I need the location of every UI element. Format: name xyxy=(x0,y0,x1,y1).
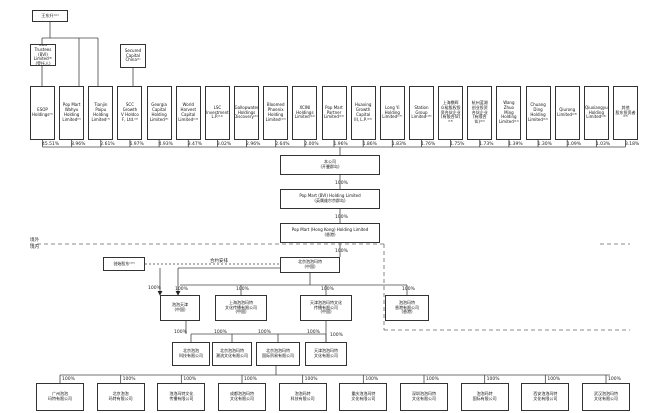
bottom-row-box-8: 西安泡泡玛特 文化有限公司 xyxy=(521,383,570,411)
shareholder-pct-5: 3.47% xyxy=(187,142,203,147)
shareholder-box-9: XCINI Holdings Limited⁽¹⁴⁾ xyxy=(292,86,318,140)
mid-level-box-2: 天津泡泡玛特文化 传播有限公司 (中国) xyxy=(300,295,352,321)
shareholder-box-4: Georgia Capital Holding Limited⁽⁹⁾ xyxy=(146,86,172,140)
bottom-row-pct-8: 100% xyxy=(547,377,561,382)
mid-level-box-3: 泡泡玛特 香港有限公司 (香港) xyxy=(385,295,429,321)
chain-pct-0: 100% xyxy=(335,181,348,186)
shareholder-pct-13: 1.76% xyxy=(420,142,436,147)
bottom-row-pct-3: 100% xyxy=(244,377,257,382)
shareholder-pct-18: 1.09% xyxy=(566,142,581,147)
shareholder-box-16: Wang Zhuo Ming Holding Limited⁽²¹⁾ xyxy=(496,86,522,140)
mid-level-pct-1: 100% xyxy=(236,287,249,292)
mid-level-pct-2: 100% xyxy=(321,287,334,292)
bottom-row-box-3: 成都泡泡玛特 文化有限公司 xyxy=(218,383,266,411)
shareholder-pct-2: 2.61% xyxy=(100,142,115,147)
fourth-level-box-2: 北京泡泡玛特 国际贸易有限公司 xyxy=(256,342,300,366)
shareholder-box-11: Huaxing Growth Capital III, L.P.⁽¹⁶⁾ xyxy=(350,86,376,140)
shareholder-box-7: Gallopwater Holdings Discovery⁽¹²⁾ xyxy=(234,86,260,140)
bottom-row-pct-9: 100% xyxy=(608,377,621,382)
shareholder-pct-20: 3.18% xyxy=(625,142,640,147)
bottom-row-pct-2: 100% xyxy=(183,377,197,382)
shareholder-box-14: 上海鼎晖 众裕股权投 资合伙企业 (有限合伙)⁽¹⁹⁾ xyxy=(438,86,464,140)
chain-box-0: 本公司 (开曼群岛) xyxy=(280,155,380,175)
chain-box-1: Pop Mart (BVI) Holding Limited (英属维尔京群岛) xyxy=(280,189,380,209)
contract-label: 合约安排 xyxy=(210,259,228,264)
shareholder-pct-10: 1.96% xyxy=(333,142,348,147)
mid-level-pct-3: 100% xyxy=(402,287,415,292)
chain-box-2: Pop Mart (Hong Kong) Holding Limited (香港… xyxy=(280,223,380,243)
shareholder-box-1: Pop Mart Wahyu Holding Limited⁽⁶⁾ xyxy=(59,86,85,140)
shareholder-pct-16: 1.39% xyxy=(508,142,523,147)
shareholder-pct-6: 3.02% xyxy=(216,142,232,147)
bottom-row-pct-4: 100% xyxy=(304,377,318,382)
related-party-box: 创始股东⁽²⁶⁾ xyxy=(103,257,145,271)
shareholder-pct-9: 2.00% xyxy=(304,142,319,147)
mid-level-pct-0: 100% xyxy=(175,287,188,292)
bottom-row-box-1: 北京泡泡 玛特有限公司 xyxy=(96,383,145,411)
bottom-row-pct-7: 100% xyxy=(486,377,500,382)
bottom-row-pct-1: 100% xyxy=(122,377,136,382)
shareholder-box-2: Tianjin Paipu Holding Limited⁽⁷⁾ xyxy=(88,86,114,140)
shareholder-box-13: Station Group Limited⁽¹⁸⁾ xyxy=(408,86,434,140)
bottom-row-pct-5: 100% xyxy=(365,377,379,382)
shareholder-pct-4: 4.93% xyxy=(158,142,173,147)
shareholder-box-3: SCC Growth V Holdco F, Ltd.⁽⁸⁾ xyxy=(117,86,143,140)
shareholder-pct-14: 1.75% xyxy=(450,142,465,147)
shareholder-box-5: World Harvest Capital Limited⁽¹⁰⁾ xyxy=(175,86,201,140)
shareholder-box-19: Qiuxiangyu Holding Limited⁽²⁴⁾ xyxy=(583,86,609,140)
fourth-extra-pct: 100% xyxy=(330,333,343,338)
shareholder-pct-19: 1.03% xyxy=(595,142,611,147)
parent-box-trustee: UBS Trustees (BVI) Limited⁽³⁾ (受托人) xyxy=(30,44,56,66)
shareholder-pct-15: 1.73% xyxy=(479,142,494,147)
shareholder-box-15: 杭州蓝湖 创业投资 合伙企业 (有限合 伙)⁽²⁰⁾ xyxy=(467,86,493,140)
shareholder-box-18: Qiurong Limited⁽²³⁾ xyxy=(554,86,580,140)
fourth-level-pct-3: 100% xyxy=(307,330,320,335)
bottom-row-pct-0: 100% xyxy=(62,377,75,382)
fourth-level-pct-1: 100% xyxy=(214,330,227,335)
shareholder-box-8: Bloomed Phoenix Holding Limited⁽¹³⁾ xyxy=(263,86,289,140)
offshore-label: 境外 xyxy=(30,238,39,243)
bottom-row-box-7: 泡泡玛特 国际有限公司 xyxy=(460,383,509,411)
bottom-row-box-5: 重庆泡泡玛特 文化有限公司 xyxy=(339,383,388,411)
shareholder-pct-1: 8.96% xyxy=(71,142,86,147)
shareholder-box-20: 其他 股东投资者⁽²⁵⁾ xyxy=(613,86,638,140)
chain-pct-1: 100% xyxy=(335,215,348,220)
contract-pct: 100% xyxy=(148,286,161,291)
shareholder-pct-8: 2.64% xyxy=(275,142,290,147)
opco-box: 北京泡泡玛特 (中国) xyxy=(280,257,340,273)
chain-pct-2: 100% xyxy=(335,249,348,254)
bottom-row-box-2: 泡泡玛特文化 传播有限公司 xyxy=(157,383,206,411)
shareholder-box-10: Pop Mart Partner Limited⁽¹⁵⁾ xyxy=(321,86,347,140)
shareholder-box-12: Long Yi Holding Limited⁽¹⁷⁾ xyxy=(379,86,405,140)
shareholder-box-6: LSC Investment L.P.⁽¹¹⁾ xyxy=(204,86,230,140)
fourth-level-box-0: 北京泡泡 科技有限公司 xyxy=(172,342,210,366)
fourth-level-box-1: 北京泡泡玛特 潮流文化有限公司 xyxy=(212,342,252,366)
mid-level-box-1: 上海泡泡玛特 文化传播有限公司 (中国) xyxy=(215,295,267,321)
shareholder-pct-17: 1.30% xyxy=(537,142,552,147)
shareholder-pct-11: 1.86% xyxy=(362,142,377,147)
top-entity-box: 王东升¹⁾²⁾ xyxy=(32,10,68,22)
shareholder-pct-3: 6.97% xyxy=(129,142,144,147)
bottom-row-box-4: 泡泡玛特 科技有限公司 xyxy=(278,383,327,411)
fourth-level-pct-0: 100% xyxy=(174,330,187,335)
bottom-row-box-6: 深圳泡泡玛特 文化有限公司 xyxy=(400,383,448,411)
shareholder-box-0: ESOP Holdings⁽⁵⁾ xyxy=(30,86,55,140)
shareholder-box-17: Chuang Ding Holding Limited⁽²²⁾ xyxy=(525,86,551,140)
bottom-row-box-0: 广州泡泡 玛特有限公司 xyxy=(36,383,84,411)
onshore-label: 境内 xyxy=(30,245,39,250)
shareholder-pct-0: 45.51% xyxy=(42,142,60,147)
bottom-row-box-9: 武汉泡泡玛特 文化有限公司 xyxy=(582,383,630,411)
shareholder-pct-12: 1.83% xyxy=(391,142,407,147)
fourth-level-box-3: 天津泡泡玛特 文化有限公司 xyxy=(305,342,347,366)
fourth-level-pct-2: 100% xyxy=(258,330,271,335)
mid-level-box-0: 泡泡天津 (中国) xyxy=(160,295,200,321)
bottom-row-pct-6: 100% xyxy=(426,377,439,382)
shareholder-pct-7: 2.96% xyxy=(246,142,261,147)
parent-box-secured-capital: Secured Capital China⁽¹⁾ xyxy=(120,44,146,68)
